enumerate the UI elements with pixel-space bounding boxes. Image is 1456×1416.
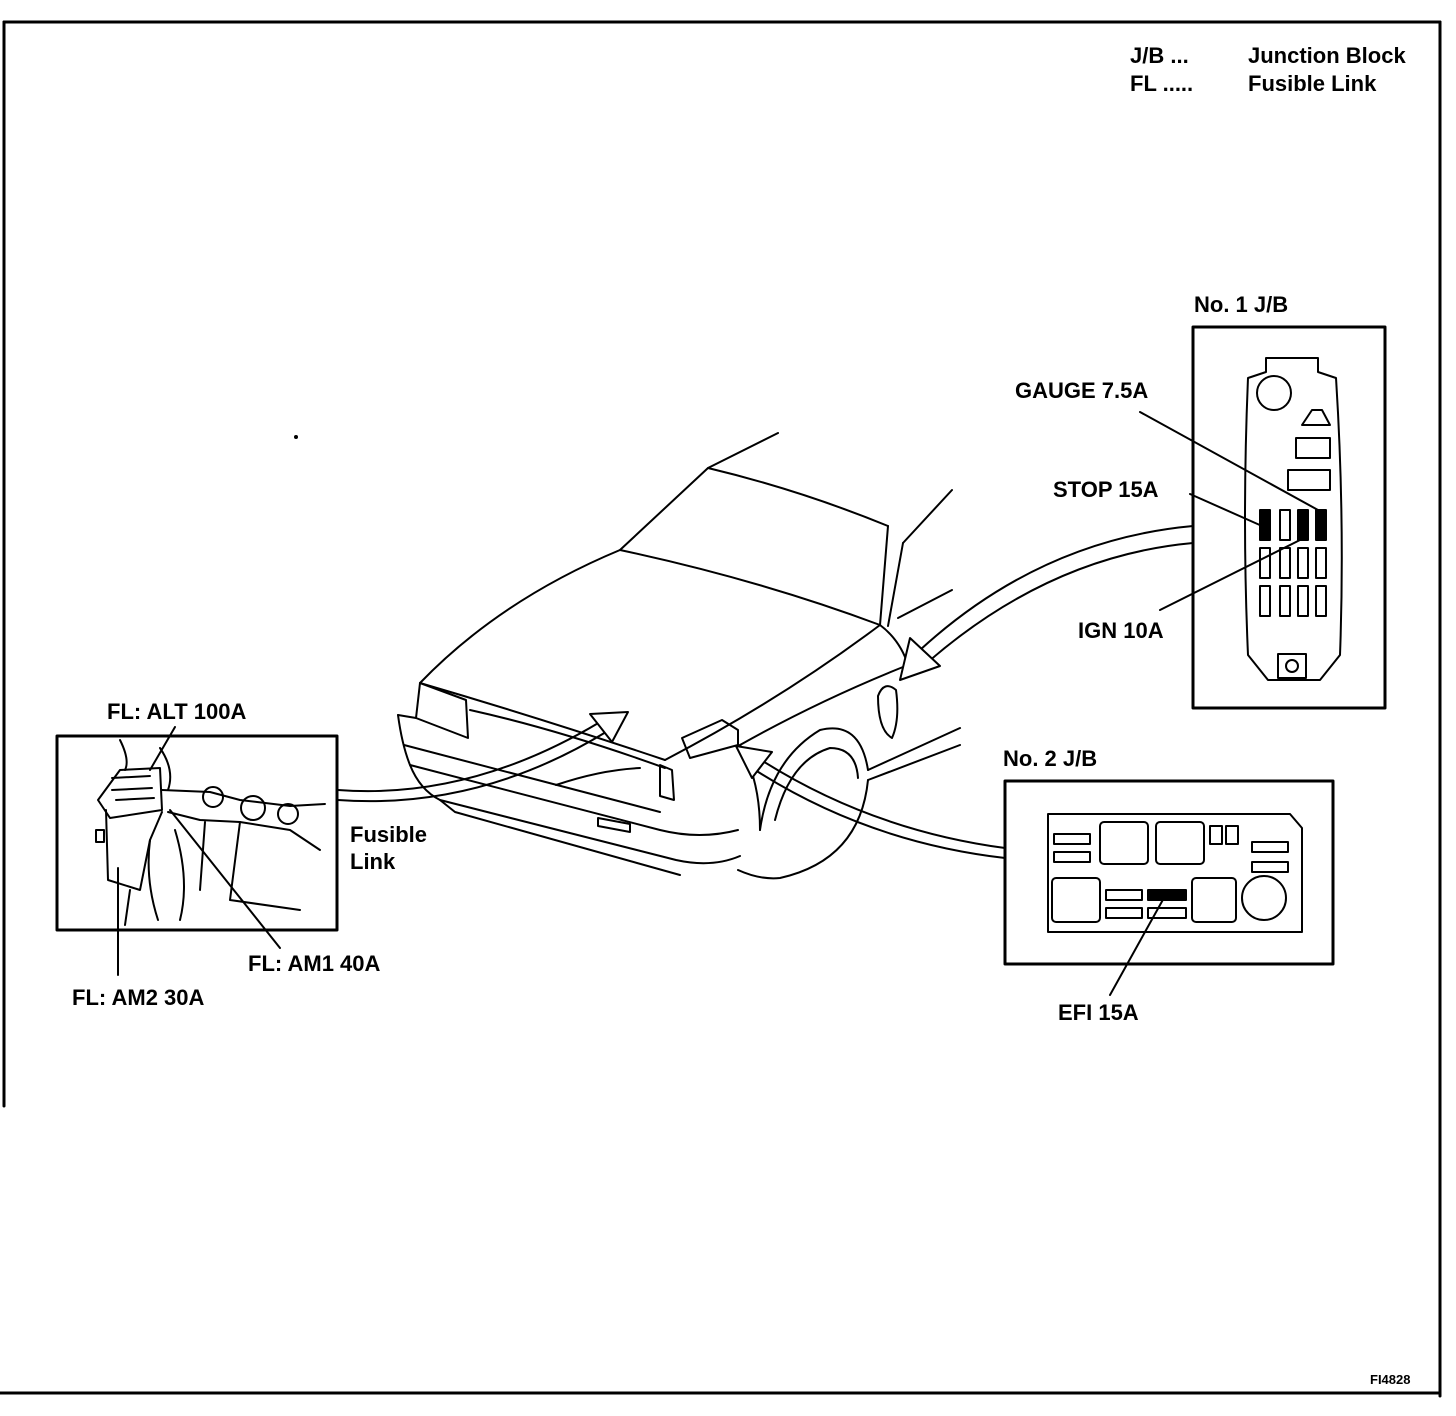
jb2-leader xyxy=(1109,895,1166,996)
fusible-link-leaders xyxy=(117,726,281,976)
fl-am2-label: FL: AM2 30A xyxy=(72,985,205,1010)
jb1-title: No. 1 J/B xyxy=(1194,292,1289,317)
page-frame xyxy=(0,20,1442,1398)
jb1-inset xyxy=(1191,325,1387,710)
jb2-inset xyxy=(1003,779,1335,966)
fusible-link-label-line2: Link xyxy=(350,849,396,874)
fl-alt-label: FL: ALT 100A xyxy=(107,699,247,724)
fuse-ign-label: IGN 10A xyxy=(1078,618,1164,643)
jb2-title: No. 2 J/B xyxy=(1003,746,1098,771)
fusible-link-label-line1: Fusible xyxy=(350,822,428,847)
jb1-leaders xyxy=(1139,411,1319,611)
fusible-link-arrow xyxy=(337,711,629,803)
legend-abbr-jb: J/B ... xyxy=(1130,43,1189,68)
fuse-efi-label: EFI 15A xyxy=(1058,1000,1139,1025)
jb1-arrow xyxy=(899,525,1194,681)
figure-id: FI4828 xyxy=(1370,1372,1411,1387)
car-illustration xyxy=(397,432,961,880)
fusible-link-inset xyxy=(55,734,339,932)
legend-meaning-fl: Fusible Link xyxy=(1248,71,1377,96)
fl-am1-label: FL: AM1 40A xyxy=(248,951,381,976)
legend-abbr-fl: FL ..... xyxy=(1130,71,1194,96)
fuse-stop-label: STOP 15A xyxy=(1053,477,1159,502)
jb2-arrow xyxy=(735,745,1006,859)
legend-meaning-jb: Junction Block xyxy=(1248,43,1406,68)
fuse-gauge-label: GAUGE 7.5A xyxy=(1015,378,1149,403)
